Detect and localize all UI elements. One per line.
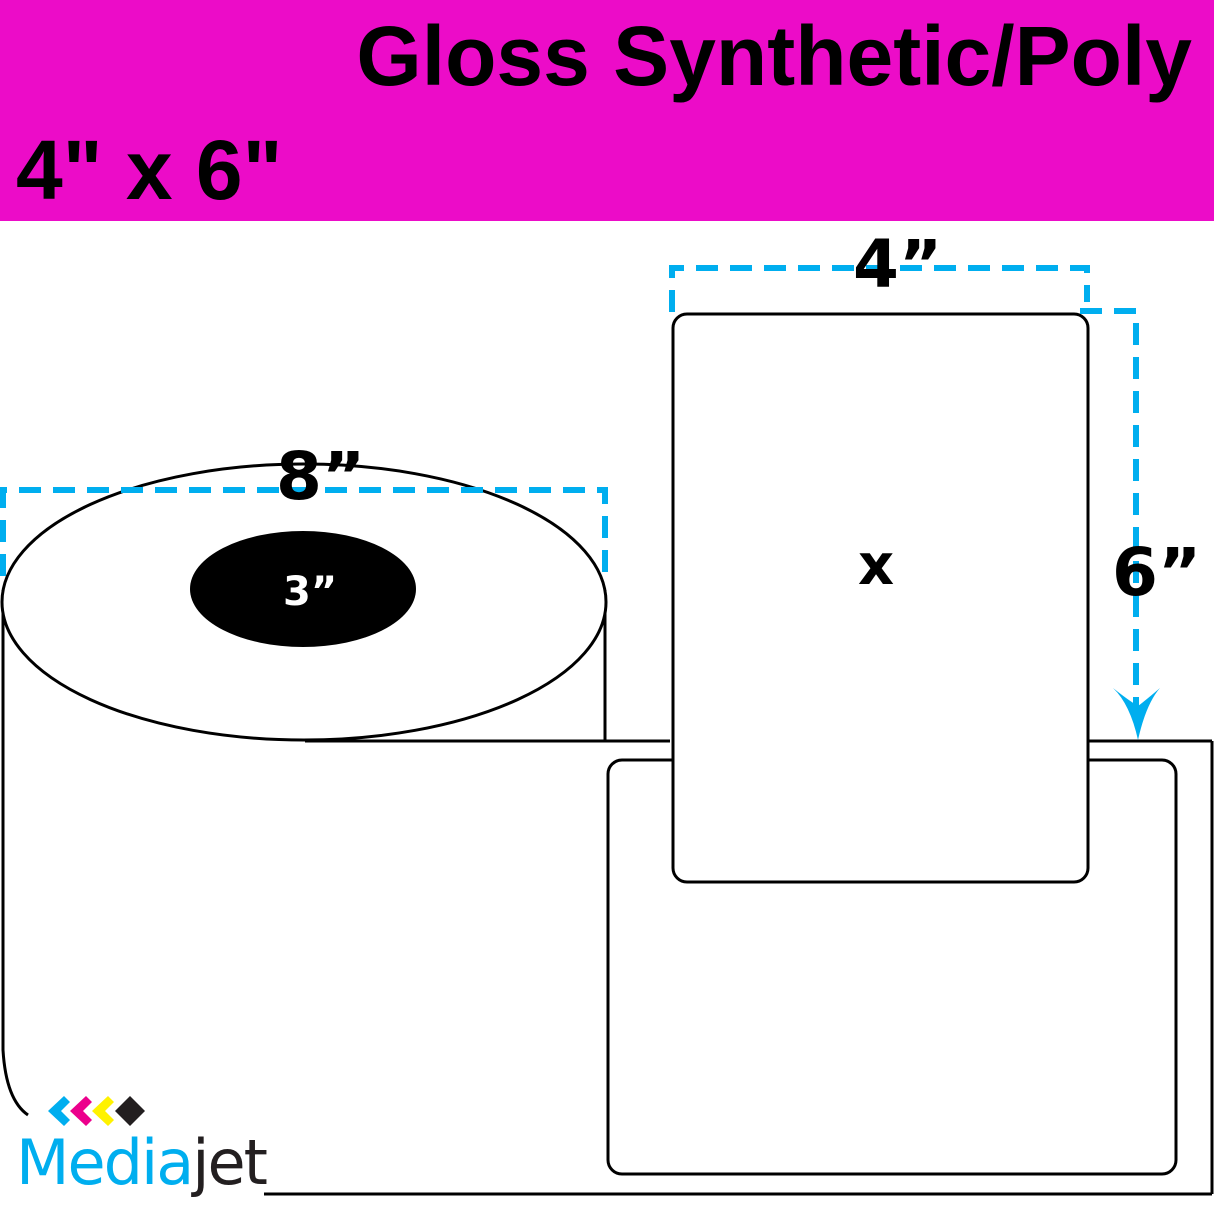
logo-media-text: Media <box>16 1126 194 1199</box>
logo-jet-text: jet <box>192 1126 268 1199</box>
label-outline <box>671 312 1090 884</box>
roll-diameter-dimension-line <box>0 487 608 576</box>
cmyk-chevrons-icon <box>48 1096 145 1126</box>
roll-diameter-label: 8” <box>276 438 366 515</box>
roll-body-outline <box>1 590 29 1117</box>
roll-core <box>190 531 416 647</box>
product-size: 4" x 6" <box>16 123 283 217</box>
label-width-dimension-line <box>669 265 1090 312</box>
liner-strip <box>264 739 1214 1196</box>
arrow-down-icon <box>1113 688 1160 740</box>
label-width-label: 4” <box>853 226 943 303</box>
label-height-label: 6” <box>1112 534 1202 611</box>
label-height-dimension-line <box>1080 308 1139 712</box>
label-center-mark: x <box>858 533 895 598</box>
logo-wordmark: Mediajet <box>16 1126 268 1199</box>
product-title: Gloss Synthetic/Poly <box>356 9 1192 103</box>
mediajet-logo: Mediajet <box>14 1094 274 1204</box>
header-banner: Gloss Synthetic/Poly 4" x 6" <box>0 0 1214 221</box>
core-diameter-label: 3” <box>283 569 338 615</box>
